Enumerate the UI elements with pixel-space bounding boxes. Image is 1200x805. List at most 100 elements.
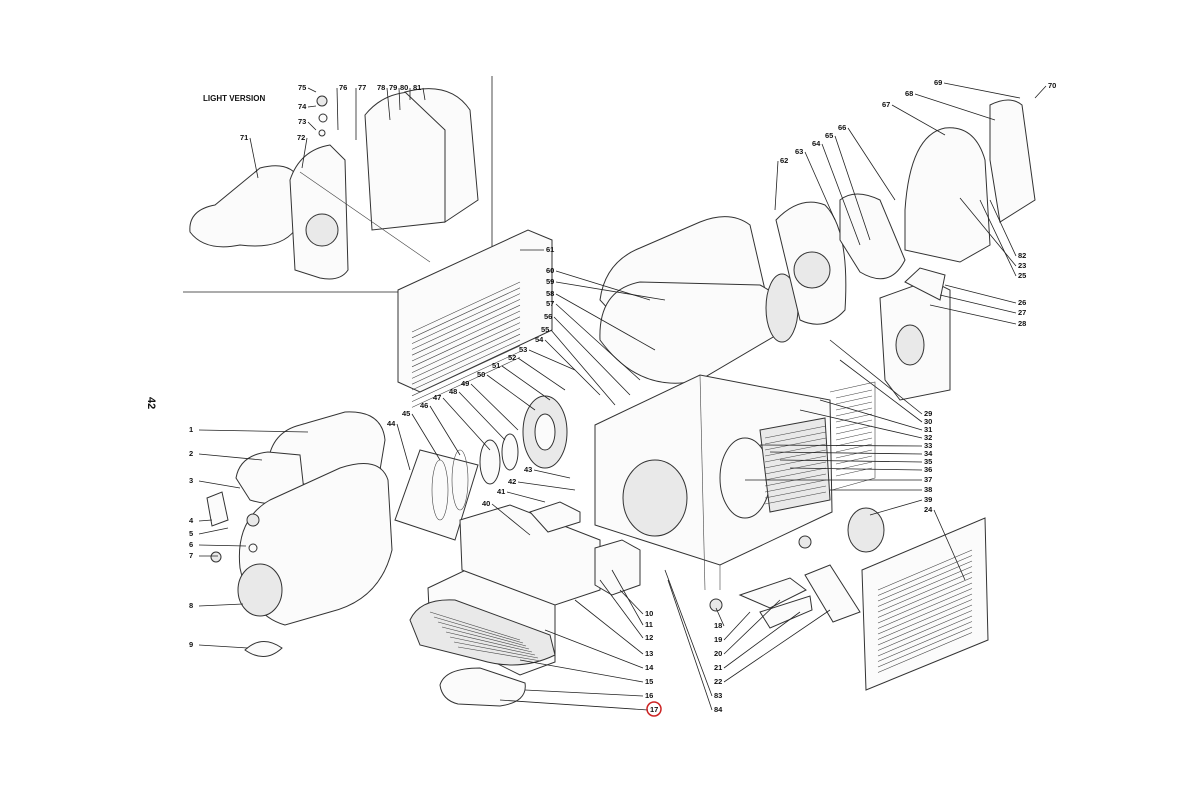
leader-line-67: [891, 104, 946, 136]
callout-68: 68: [905, 89, 913, 98]
leader-line-52: [517, 357, 566, 391]
callout-66: 66: [838, 123, 846, 132]
callout-75: 75: [298, 83, 306, 92]
callout-17: 17: [650, 705, 658, 714]
callout-24: 24: [924, 505, 933, 514]
leader-line-68: [914, 93, 996, 121]
leader-line-79: [398, 87, 401, 111]
callout-6: 6: [189, 540, 193, 549]
callout-19: 19: [714, 635, 722, 644]
callout-48: 48: [449, 387, 457, 396]
page-number: 42: [145, 397, 157, 409]
leader-line-20: [723, 599, 781, 655]
grille-frame: [861, 517, 989, 691]
leader-line-36: [789, 467, 923, 471]
callout-77: 77: [358, 83, 366, 92]
leader-line-57: [555, 303, 641, 381]
leader-line-1: [198, 429, 309, 433]
callout-79: 79: [389, 83, 397, 92]
inset-title: LIGHT VERSION: [203, 94, 265, 103]
callout-layer: 1234567891011121314151617181920212223242…: [189, 78, 1056, 717]
inset-front-housing: [289, 144, 349, 280]
leader-line-12: [599, 579, 644, 639]
leader-line-33: [759, 444, 923, 447]
callout-8: 8: [189, 601, 193, 610]
base-plates: [709, 535, 861, 629]
inset-shell: [404, 88, 479, 223]
leader-line-32: [799, 409, 923, 439]
callout-16: 16: [645, 691, 653, 700]
side-grille-panel: [397, 229, 553, 408]
callout-63: 63: [795, 147, 803, 156]
callout-22: 22: [714, 677, 722, 686]
drip-cup: [244, 641, 283, 657]
callout-43: 43: [524, 465, 532, 474]
leader-line-5: [198, 527, 229, 535]
highlight-ring: [646, 701, 662, 717]
leader-line-82: [989, 199, 1017, 257]
leader-line-34: [769, 451, 923, 455]
top-cover: [989, 99, 1036, 223]
leader-line-3: [198, 480, 241, 489]
leader-line-11: [611, 569, 644, 626]
callout-55: 55: [541, 325, 549, 334]
leader-line-54: [544, 339, 601, 396]
leader-line-44: [396, 423, 411, 471]
leader-line-60: [555, 270, 651, 301]
leader-line-49: [470, 383, 519, 431]
leader-line-63: [804, 151, 836, 221]
leader-line-69: [943, 82, 1021, 99]
auger-assembly: [394, 395, 568, 541]
leader-line-22: [723, 609, 831, 683]
leader-line-65: [834, 135, 871, 241]
leader-line-27: [939, 294, 1017, 314]
callout-46: 46: [420, 401, 428, 410]
control-panels: [409, 501, 641, 707]
callout-40: 40: [482, 499, 490, 508]
leader-line-10: [619, 589, 644, 615]
front-bowl-assembly: [206, 411, 393, 657]
callout-23: 23: [1018, 261, 1026, 270]
callout-56: 56: [544, 312, 552, 321]
callout-31: 31: [924, 425, 932, 434]
inset-bowl-lid: [189, 165, 301, 248]
callout-62: 62: [780, 156, 788, 165]
leader-line-78: [386, 87, 391, 121]
leader-line-64: [821, 143, 861, 246]
leader-line-47: [442, 397, 491, 451]
leader-line-4: [198, 519, 213, 522]
callout-21: 21: [714, 663, 722, 672]
leader-line-75: [307, 87, 317, 93]
callout-76: 76: [339, 83, 347, 92]
leader-line-51: [501, 365, 551, 401]
callout-33: 33: [924, 441, 932, 450]
leader-line-48: [458, 391, 506, 441]
leader-line-81: [422, 87, 426, 101]
callout-3: 3: [189, 476, 193, 485]
rear-grille: [861, 517, 989, 691]
callout-47: 47: [433, 393, 441, 402]
callout-30: 30: [924, 417, 932, 426]
leader-line-70: [1034, 85, 1047, 99]
callout-60: 60: [546, 266, 554, 275]
leader-line-50: [486, 374, 536, 411]
callout-74: 74: [298, 102, 307, 111]
callout-70: 70: [1048, 81, 1056, 90]
callout-1: 1: [189, 425, 193, 434]
leader-line-42: [517, 481, 576, 491]
callout-27: 27: [1018, 308, 1026, 317]
callout-50: 50: [477, 370, 485, 379]
leader-line-83: [664, 569, 713, 697]
callout-54: 54: [535, 335, 544, 344]
leader-line-59: [555, 281, 666, 301]
leader-line-58: [555, 293, 656, 351]
leader-line-6: [198, 544, 247, 547]
callout-67: 67: [882, 100, 890, 109]
leader-line-18: [715, 607, 725, 627]
callout-49: 49: [461, 379, 469, 388]
callout-42: 42: [508, 477, 516, 486]
leader-line-39: [869, 499, 923, 516]
lid-front: [235, 451, 306, 505]
callout-15: 15: [645, 677, 653, 686]
